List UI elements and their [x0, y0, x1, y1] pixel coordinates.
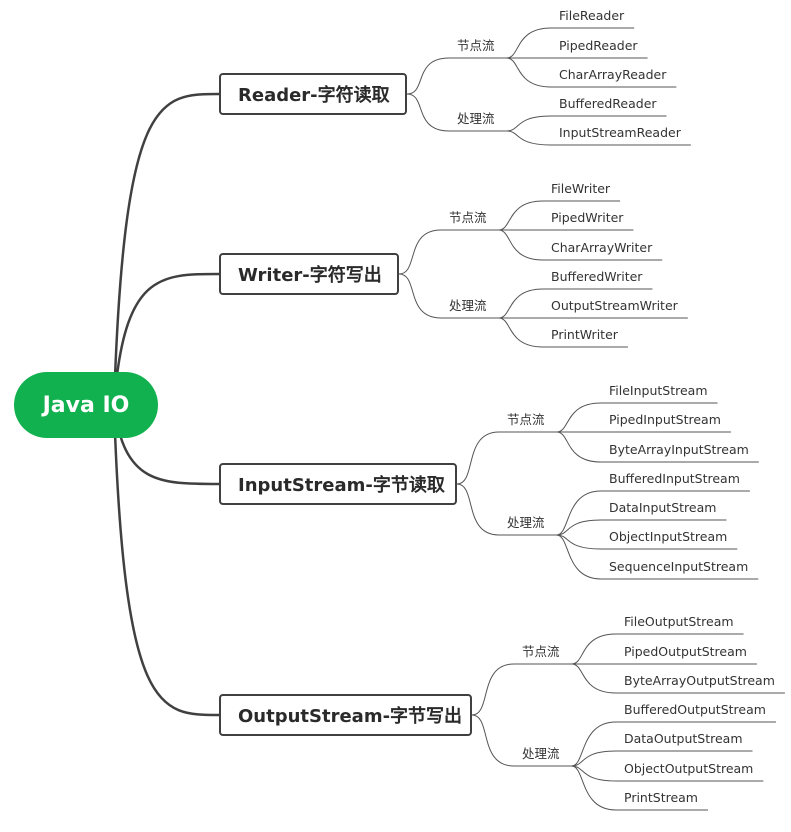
- branch-outputstream[interactable]: OutputStream-字节写出: [219, 694, 472, 736]
- leaf-connector: [556, 519, 602, 536]
- leaf-item[interactable]: PrintStream: [624, 790, 698, 805]
- group-connector: [456, 483, 500, 536]
- leaf-item[interactable]: BufferedInputStream: [609, 471, 740, 486]
- group-node-stream[interactable]: 节点流: [449, 210, 487, 225]
- leaf-item[interactable]: BufferedReader: [559, 96, 657, 111]
- leaf-item[interactable]: PipedReader: [559, 38, 638, 53]
- leaf-connector: [571, 721, 617, 767]
- leaf-item[interactable]: ObjectOutputStream: [624, 761, 754, 776]
- leaf-item[interactable]: OutputStreamWriter: [551, 298, 678, 313]
- leaf-item[interactable]: BufferedWriter: [551, 269, 643, 284]
- leaf-connector: [506, 115, 552, 132]
- group-processing-stream[interactable]: 处理流: [457, 111, 495, 126]
- group-processing-stream[interactable]: 处理流: [522, 746, 560, 761]
- leaf-item[interactable]: ObjectInputStream: [609, 529, 728, 544]
- leaf-connector: [556, 534, 602, 550]
- leaf-connector: [571, 765, 617, 811]
- leaf-item[interactable]: ByteArrayInputStream: [609, 442, 749, 457]
- leaf-connector: [571, 663, 617, 694]
- leaf-item[interactable]: PipedWriter: [551, 210, 624, 225]
- group-connector: [456, 431, 500, 485]
- group-connector: [398, 273, 442, 319]
- leaf-connector: [556, 402, 602, 433]
- leaf-item[interactable]: InputStreamReader: [559, 125, 681, 140]
- root-node[interactable]: Java IO: [14, 372, 158, 438]
- root-connector: [112, 92, 220, 406]
- root-connector: [112, 404, 220, 717]
- leaf-connector: [506, 27, 552, 59]
- group-processing-stream[interactable]: 处理流: [507, 515, 545, 530]
- leaf-connector: [556, 431, 602, 463]
- group-node-stream[interactable]: 节点流: [457, 38, 495, 53]
- leaf-item[interactable]: ByteArrayOutputStream: [624, 673, 775, 688]
- leaf-item[interactable]: CharArrayReader: [559, 67, 667, 82]
- leaf-item[interactable]: PipedInputStream: [609, 412, 721, 427]
- leaf-item[interactable]: FileOutputStream: [624, 614, 734, 629]
- group-processing-stream[interactable]: 处理流: [449, 298, 487, 313]
- leaf-item[interactable]: BufferedOutputStream: [624, 702, 766, 717]
- group-node-stream[interactable]: 节点流: [507, 412, 545, 427]
- leaf-connector: [571, 750, 617, 767]
- root-connector: [112, 272, 220, 406]
- branch-writer[interactable]: Writer-字符写出: [219, 253, 399, 295]
- leaf-item[interactable]: PipedOutputStream: [624, 644, 747, 659]
- leaf-connector: [506, 57, 552, 88]
- leaf-item[interactable]: FileInputStream: [609, 383, 708, 398]
- leaf-connector: [571, 633, 617, 665]
- group-connector: [398, 229, 442, 275]
- leaf-item[interactable]: CharArrayWriter: [551, 240, 653, 255]
- branch-reader[interactable]: Reader-字符读取: [219, 73, 407, 115]
- leaf-item[interactable]: DataOutputStream: [624, 731, 743, 746]
- leaf-connector: [571, 765, 617, 782]
- leaf-connector: [498, 229, 544, 261]
- leaf-item[interactable]: SequenceInputStream: [609, 559, 749, 574]
- group-connector: [406, 93, 450, 132]
- group-connector: [471, 663, 515, 716]
- leaf-item[interactable]: FileWriter: [551, 181, 611, 196]
- leaf-item[interactable]: PrintWriter: [551, 327, 618, 342]
- group-node-stream[interactable]: 节点流: [522, 644, 560, 659]
- branch-inputstream[interactable]: InputStream-字节读取: [219, 463, 457, 505]
- group-connector: [406, 57, 450, 95]
- leaf-connector: [556, 534, 602, 580]
- leaf-item[interactable]: FileReader: [559, 8, 625, 23]
- leaf-connector: [556, 490, 602, 536]
- leaf-connector: [506, 130, 552, 146]
- leaf-item[interactable]: DataInputStream: [609, 500, 717, 515]
- leaf-connector: [498, 288, 544, 319]
- leaf-connector: [498, 200, 544, 231]
- leaf-connector: [498, 317, 544, 348]
- group-connector: [471, 714, 515, 767]
